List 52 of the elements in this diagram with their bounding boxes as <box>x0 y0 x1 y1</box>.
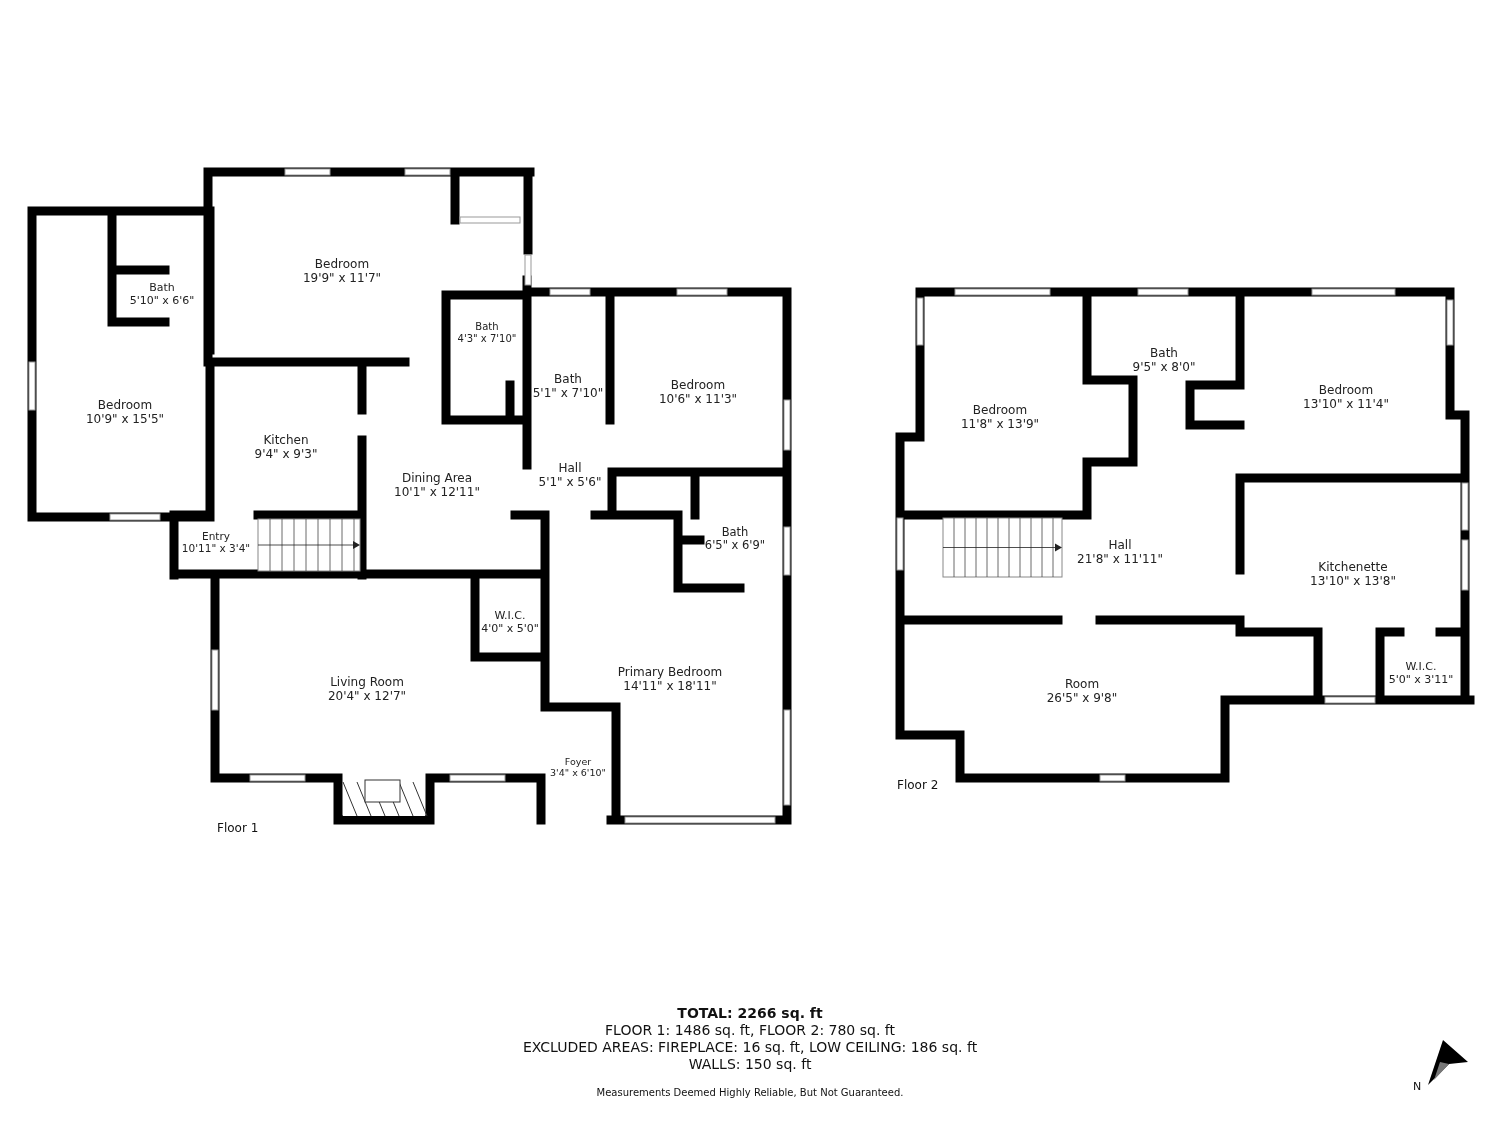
room-dimensions: 26'5" x 9'8" <box>1046 691 1118 706</box>
room-dimensions: 10'6" x 11'3" <box>658 392 738 407</box>
room-name: Primary Bedroom <box>617 666 723 680</box>
room-dimensions: 10'9" x 15'5" <box>85 412 165 427</box>
room-dimensions: 9'4" x 9'3" <box>254 447 318 462</box>
room-name: Room <box>1064 678 1100 692</box>
room-dimensions: 10'1" x 12'11" <box>394 485 480 500</box>
room-name: Kitchen <box>263 434 309 448</box>
room-dimensions: 21'8" x 11'11" <box>1077 552 1163 567</box>
room-dimensions: 13'10" x 11'4" <box>1303 397 1389 412</box>
room-name: Bath <box>1150 347 1178 361</box>
area-summary: FLOOR 1: 1486 sq. ft, FLOOR 2: 780 sq. ft <box>605 1022 895 1038</box>
room-name: Living Room <box>330 676 404 690</box>
room-name: Bedroom <box>97 399 153 413</box>
room-dimensions: 19'9" x 11'7" <box>302 271 382 286</box>
room-dimensions: 5'1" x 7'10" <box>532 386 604 401</box>
floor-label: Floor 1 <box>217 821 259 835</box>
room-dimensions: 4'3" x 7'10" <box>457 332 517 344</box>
room-dimensions: 20'4" x 12'7" <box>327 689 407 704</box>
room-name: Dining Area <box>401 472 473 486</box>
room-name: Bedroom <box>1318 384 1374 398</box>
room-dimensions: 9'5" x 8'0" <box>1132 360 1196 375</box>
area-total: TOTAL: 2266 sq. ft <box>677 1005 823 1021</box>
room-dimensions: 5'1" x 5'6" <box>538 475 602 490</box>
room-dimensions: 5'10" x 6'6" <box>129 294 195 308</box>
area-summary: WALLS: 150 sq. ft <box>688 1056 812 1072</box>
room-name: W.I.C. <box>494 610 526 623</box>
room-dimensions: 5'0" x 3'11" <box>1388 673 1454 687</box>
room-dimensions: 3'4" x 6'10" <box>550 767 606 779</box>
room-name: Foyer <box>564 757 592 768</box>
room-name: Bedroom <box>314 258 370 272</box>
room-dimensions: 14'11" x 18'11" <box>623 679 717 694</box>
disclaimer-note: Measurements Deemed Highly Reliable, But Not Guaranteed. <box>596 1087 904 1098</box>
room-name: Bath <box>149 282 175 295</box>
north-label: N <box>1413 1080 1422 1093</box>
room-name: Hall <box>1108 539 1132 553</box>
room-name: Entry <box>202 530 230 543</box>
floor-label: Floor 2 <box>897 778 939 792</box>
area-summary: EXCLUDED AREAS: FIREPLACE: 16 sq. ft, LOW CEILING: 186 sq. ft <box>522 1039 978 1055</box>
room-name: Bath <box>721 526 749 540</box>
room-name: Bath <box>554 373 582 387</box>
room-dimensions: 11'8" x 13'9" <box>960 417 1040 432</box>
room-dimensions: 4'0" x 5'0" <box>481 622 539 636</box>
room-name: W.I.C. <box>1405 661 1437 674</box>
room-dimensions: 10'11" x 3'4" <box>181 542 251 555</box>
room-name: Bath <box>475 321 499 333</box>
room-name: Bedroom <box>972 404 1028 418</box>
room-name: Kitchenette <box>1318 561 1388 575</box>
room-dimensions: 6'5" x 6'9" <box>704 539 766 553</box>
room-name: Hall <box>558 462 582 476</box>
room-dimensions: 13'10" x 13'8" <box>1310 574 1396 589</box>
room-name: Bedroom <box>670 379 726 393</box>
